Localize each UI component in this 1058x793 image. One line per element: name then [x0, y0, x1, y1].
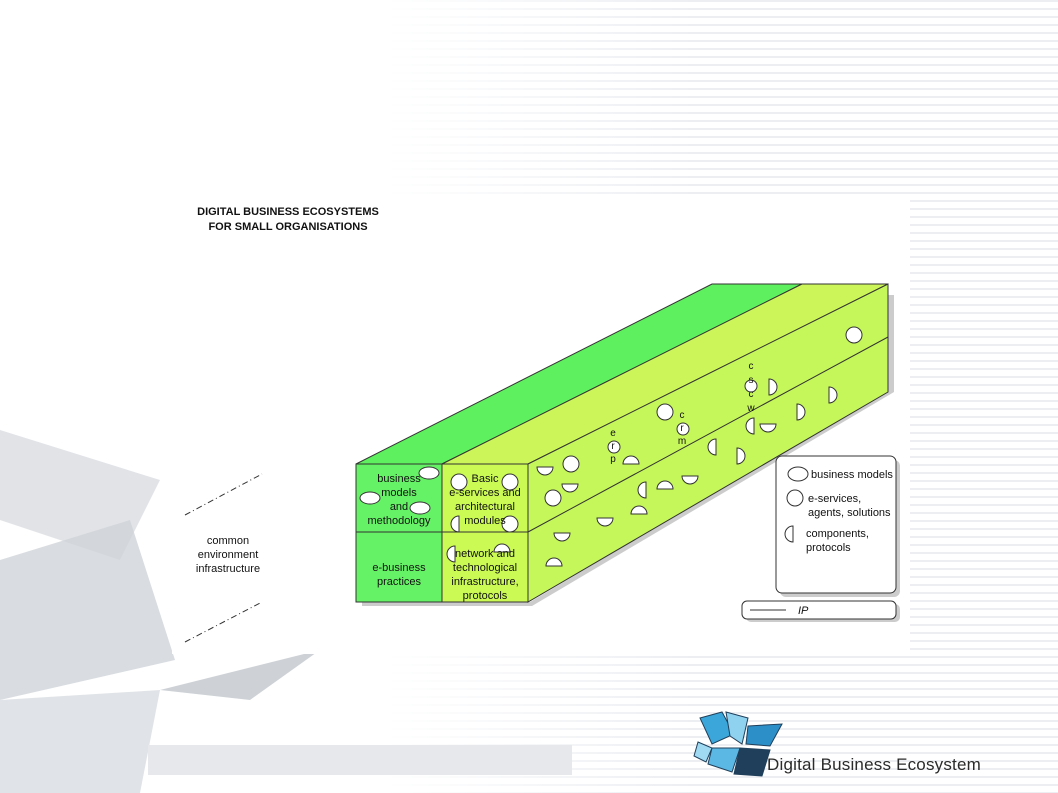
letter: p	[610, 454, 616, 465]
letter: c	[748, 389, 754, 400]
letter: r	[611, 441, 615, 452]
legend-label: IP	[798, 605, 809, 617]
cell-text: models	[381, 487, 417, 499]
dbe-logo-icon	[693, 711, 783, 777]
cell-text: architectural	[455, 501, 515, 513]
legend-components: components, protocols	[806, 527, 869, 555]
cscw-label: c s c w	[746, 362, 756, 414]
cell-text: network and	[455, 548, 515, 560]
cell-text: infrastructure,	[451, 576, 519, 588]
cell-text: protocols	[462, 590, 508, 602]
cell-text: practices	[376, 576, 422, 588]
legend-label: business models	[811, 469, 893, 481]
letter: c	[748, 361, 754, 372]
front-face-left	[355, 463, 443, 603]
cell-text: and	[389, 501, 409, 513]
legend-circle-icon	[786, 489, 804, 507]
legend-label: agents, solutions	[808, 507, 891, 519]
cell-text: e-business	[372, 562, 426, 574]
cell-text: methodology	[367, 515, 431, 527]
cell-text: Basic	[471, 473, 499, 485]
side-label-line: environment	[197, 549, 259, 561]
diagram-title: DIGITAL BUSINESS ECOSYSTEMS FOR SMALL OR…	[188, 205, 388, 235]
erp-label: e r p	[608, 429, 618, 465]
side-label-line: common	[206, 535, 250, 547]
letter: w	[747, 403, 755, 414]
cell-text: modules	[464, 515, 506, 527]
cell-text: technological	[452, 562, 518, 574]
letter: c	[679, 410, 685, 421]
letter: e	[610, 428, 616, 439]
business-models-cell: business models and methodology	[356, 472, 442, 528]
title-line-2: FOR SMALL ORGANISATIONS	[208, 221, 368, 233]
network-infra-cell: network and technological infrastructure…	[442, 547, 528, 603]
letter: r	[680, 423, 684, 434]
legend-label: e-services,	[808, 493, 862, 505]
cell-text: e-services and	[449, 487, 521, 499]
e-service-icon	[450, 326, 863, 533]
legend-label: protocols	[806, 542, 851, 554]
legend-label: components,	[806, 528, 869, 540]
crm-label: c r m	[677, 411, 687, 447]
component-icon	[446, 378, 838, 567]
side-label-line: infrastructure	[195, 563, 261, 575]
side-label: common environment infrastructure	[186, 534, 270, 576]
ip-legend-box	[741, 600, 897, 620]
legend-business-models: business models	[811, 468, 893, 482]
legend-ip: IP	[798, 604, 808, 618]
legend-cloud-icon	[787, 466, 809, 482]
legend-half-circle-icon	[784, 525, 794, 543]
ebusiness-practices-cell: e-business practices	[356, 561, 442, 589]
brand-name: Digital Business Ecosystem	[767, 755, 981, 774]
legend-box	[775, 455, 897, 594]
basic-services-cell: Basic e-services and architectural modul…	[442, 472, 528, 528]
letter: s	[748, 375, 754, 386]
cell-text: business	[377, 473, 421, 485]
cloud-icon	[359, 466, 440, 515]
title-line-1: DIGITAL BUSINESS ECOSYSTEMS	[197, 206, 379, 218]
letter: m	[677, 436, 687, 447]
legend-eservices: e-services, agents, solutions	[808, 492, 891, 520]
